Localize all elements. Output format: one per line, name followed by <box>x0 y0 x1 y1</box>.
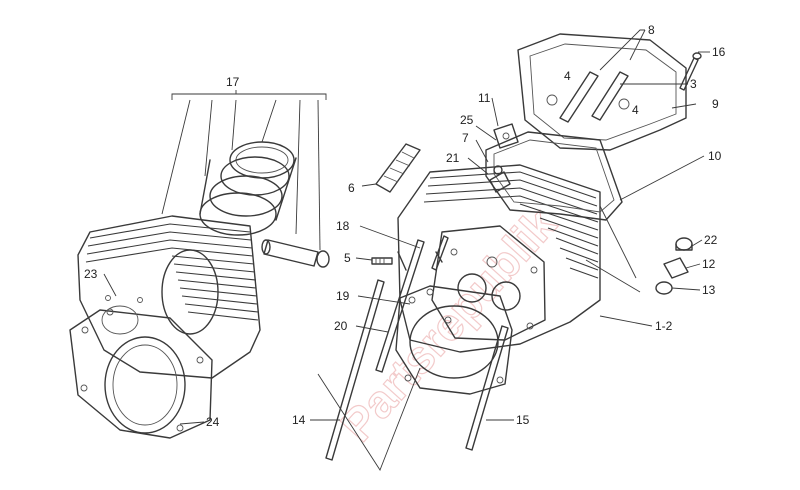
bushing-parts <box>655 237 693 295</box>
label-9: 9 <box>712 97 719 111</box>
piston-pin <box>261 239 330 268</box>
label-19: 19 <box>336 289 350 303</box>
label-25: 25 <box>460 113 474 127</box>
label-17: 17 <box>226 75 240 89</box>
label-16: 16 <box>712 45 726 59</box>
label-5: 5 <box>344 251 351 265</box>
long-studs <box>325 235 509 461</box>
label-21: 21 <box>446 151 460 165</box>
timing-chain <box>375 143 421 193</box>
left-cylinder <box>69 215 261 439</box>
bracket-17 <box>161 90 327 251</box>
bolt-16 <box>679 52 702 91</box>
label-12: 12 <box>702 257 716 271</box>
label-24: 24 <box>206 415 220 429</box>
label-leaders <box>103 29 710 425</box>
label-15: 15 <box>516 413 530 427</box>
label-11: 11 <box>478 91 491 105</box>
part-labels: 1-2 3 4 4 5 6 7 8 9 10 11 12 13 14 15 16… <box>84 23 726 429</box>
label-18: 18 <box>336 219 350 233</box>
label-4b: 4 <box>632 103 639 117</box>
label-14: 14 <box>292 413 306 427</box>
label-1-2: 1-2 <box>655 319 673 333</box>
label-3: 3 <box>690 77 697 91</box>
assembly-leaders <box>317 205 641 471</box>
watermark: Partsrepublik <box>330 198 566 452</box>
label-10: 10 <box>708 149 722 163</box>
label-22: 22 <box>704 233 718 247</box>
label-7: 7 <box>462 131 469 145</box>
valve-cover <box>517 33 687 151</box>
label-4a: 4 <box>564 69 571 83</box>
bracket-small-parts <box>489 123 519 193</box>
label-20: 20 <box>334 319 348 333</box>
label-23: 23 <box>84 267 98 281</box>
label-13: 13 <box>702 283 716 297</box>
stud-5 <box>371 257 393 265</box>
label-8: 8 <box>648 23 655 37</box>
cylinder-head-right <box>397 164 601 353</box>
label-6: 6 <box>348 181 355 195</box>
